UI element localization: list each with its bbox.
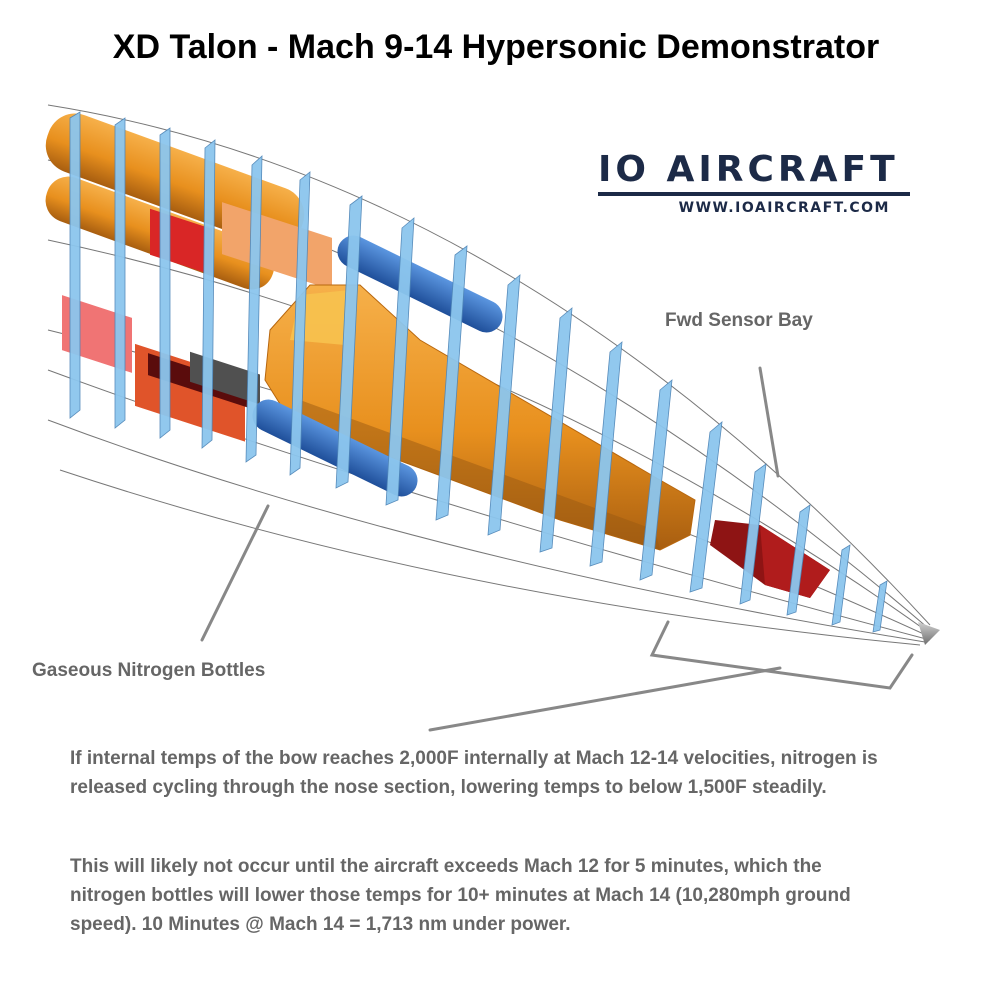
page-title: XD Talon - Mach 9-14 Hypersonic Demonstr… [112,28,880,66]
fwd-sensor-bay-box [710,520,830,598]
description-paragraph-1: If internal temps of the bow reaches 2,0… [70,748,878,798]
nose-tip [918,622,940,645]
label-fwd-sensor-bay: Fwd Sensor Bay [665,310,813,331]
callout-nitrogen-bottles [200,504,270,642]
brand-rule [598,192,910,196]
callout-fwd-sensor-bay [758,366,780,478]
structural-frames [69,111,888,633]
callout-description [428,666,782,732]
brand-url: WWW.IOAIRCRAFT.COM [678,200,890,216]
brand-name: IO AIRCRAFT [598,149,899,190]
io-aircraft-logo: IO AIRCRAFT WWW.IOAIRCRAFT.COM [598,150,914,216]
description-paragraph-2: This will likely not occur until the air… [70,856,851,935]
callout-lines [200,366,914,732]
callout-bracket [649,620,914,690]
label-nitrogen-bottles: Gaseous Nitrogen Bottles [32,660,266,681]
